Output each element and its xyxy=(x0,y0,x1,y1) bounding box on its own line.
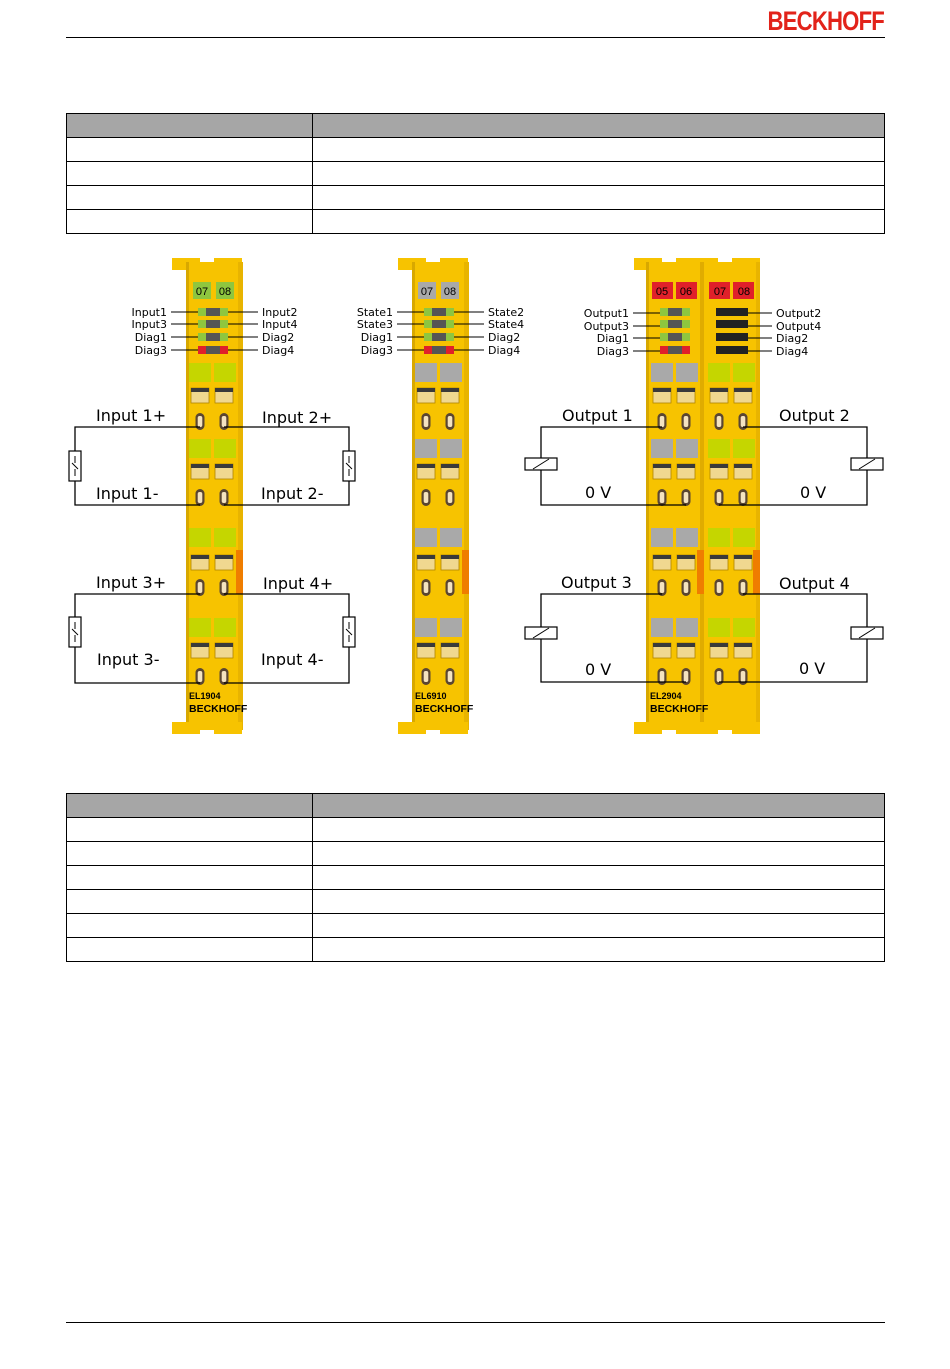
led-label: Input3 xyxy=(132,318,167,331)
table-row xyxy=(66,209,885,234)
led-number: 07 xyxy=(714,286,726,298)
table-row xyxy=(66,865,885,890)
wire-label: Output 3 xyxy=(561,573,632,592)
module-brand: BECKHOFF xyxy=(650,703,709,715)
relay-coil-icon xyxy=(524,457,558,471)
wire-label: Output 4 xyxy=(779,574,850,593)
el1904-leader-lines xyxy=(171,311,258,351)
wire-label: Input 3- xyxy=(97,650,159,669)
table-top xyxy=(66,113,885,234)
module-model: EL6910 xyxy=(415,691,447,701)
led-number: 08 xyxy=(738,286,750,298)
table-row xyxy=(66,161,885,186)
el1904-terminal: 07 08 EL1904 BECKHOFF xyxy=(172,258,248,734)
wire-label: Input 2- xyxy=(261,484,323,503)
led-label: Diag1 xyxy=(135,331,167,344)
wire-label: Input 4+ xyxy=(263,574,333,593)
nc-contact-icon xyxy=(68,616,82,648)
led-label: State4 xyxy=(488,318,524,331)
led-number: 07 xyxy=(196,286,208,298)
el1904-wiring-labels: Input 1+ Input 1- Input 2+ Input 2- Inpu… xyxy=(96,406,333,669)
wire-label: 0 V xyxy=(800,483,826,502)
module-model: EL2904 xyxy=(650,691,682,701)
beckhoff-logo: BECKHOFF xyxy=(767,6,885,36)
header-rule xyxy=(66,37,885,38)
wire-label: Output 1 xyxy=(562,406,633,425)
led-label: State1 xyxy=(357,306,393,319)
led-label: State3 xyxy=(357,318,393,331)
led-label: Diag2 xyxy=(262,331,294,344)
led-label: State2 xyxy=(488,306,524,319)
el2904-leader-lines xyxy=(633,312,772,352)
led-label: Input1 xyxy=(132,306,167,319)
wire-label: Input 3+ xyxy=(96,573,166,592)
module-model: EL1904 xyxy=(189,691,221,701)
wire-label: 0 V xyxy=(585,660,611,679)
led-label: Output2 xyxy=(776,307,821,320)
nc-contact-icon xyxy=(342,450,356,482)
led-label: Diag1 xyxy=(361,331,393,344)
led-label: Output3 xyxy=(584,320,629,333)
nc-contact-icon xyxy=(342,616,356,648)
led-number: 07 xyxy=(421,286,433,298)
table-row xyxy=(66,913,885,938)
wire-label: Input 2+ xyxy=(262,408,332,427)
table-row xyxy=(66,817,885,842)
table-row xyxy=(66,841,885,866)
module-brand: BECKHOFF xyxy=(415,703,474,715)
wire-label: Input 1+ xyxy=(96,406,166,425)
wire-label: Input 4- xyxy=(261,650,323,669)
led-label: Diag2 xyxy=(488,331,520,344)
led-label: Diag4 xyxy=(488,344,520,357)
el2904-led-labels: Output1 Output3 Diag1 Diag3 Output2 Outp… xyxy=(584,307,821,358)
led-number: 05 xyxy=(656,286,668,298)
led-label: Diag1 xyxy=(597,332,629,345)
wiring-diagram: 07 08 EL1904 BECKHOFF Input1 Input3 Diag… xyxy=(68,258,884,734)
led-label: Diag3 xyxy=(597,345,629,358)
wire-label: Input 1- xyxy=(96,484,158,503)
table-row xyxy=(66,137,885,162)
led-label: Input4 xyxy=(262,318,297,331)
el6910-terminal: 07 08 EL6910 BECKHOFF xyxy=(398,258,474,734)
table-header-row xyxy=(66,793,885,818)
led-label: Output1 xyxy=(584,307,629,320)
table-bottom xyxy=(66,793,885,962)
el1904-led-labels: Input1 Input3 Diag1 Diag3 Input2 Input4 … xyxy=(132,306,298,357)
module-brand: BECKHOFF xyxy=(189,703,248,715)
led-label: Diag4 xyxy=(262,344,294,357)
led-label: Output4 xyxy=(776,320,821,333)
footer-rule xyxy=(66,1322,885,1323)
el6910-led-labels: State1 State3 Diag1 Diag3 State2 State4 … xyxy=(357,306,524,357)
wire-label: 0 V xyxy=(799,659,825,678)
led-label: Diag4 xyxy=(776,345,808,358)
led-label: Input2 xyxy=(262,306,297,319)
el6910-leader-lines xyxy=(397,311,484,351)
table-header-row xyxy=(66,113,885,138)
led-label: Diag2 xyxy=(776,332,808,345)
table-row xyxy=(66,937,885,962)
nc-contact-icon xyxy=(68,450,82,482)
led-label: Diag3 xyxy=(135,344,167,357)
led-number: 08 xyxy=(444,286,456,298)
relay-coil-icon xyxy=(524,626,558,640)
el2904-wiring-labels: Output 1 Output 2 0 V 0 V Output 3 Outpu… xyxy=(561,406,850,679)
table-row xyxy=(66,185,885,210)
relay-coil-icon xyxy=(850,457,884,471)
led-label: Diag3 xyxy=(361,344,393,357)
led-number: 06 xyxy=(680,286,692,298)
table-row xyxy=(66,889,885,914)
led-number: 08 xyxy=(219,286,231,298)
wire-label: Output 2 xyxy=(779,406,850,425)
wire-label: 0 V xyxy=(585,483,611,502)
el2904-terminal: 05 06 07 08 EL2904 xyxy=(634,258,760,734)
relay-coil-icon xyxy=(850,626,884,640)
